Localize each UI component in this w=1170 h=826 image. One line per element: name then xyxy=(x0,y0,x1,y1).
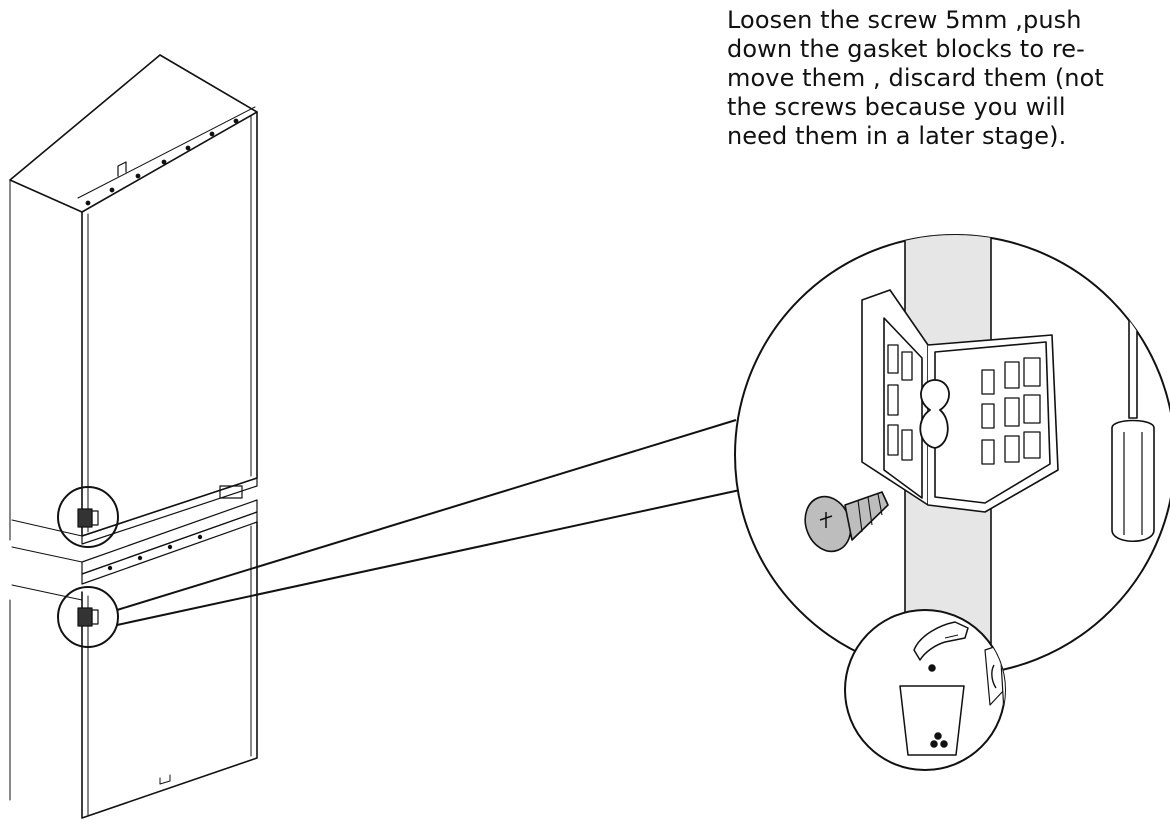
instruction-line: Loosen the screw 5mm ,push xyxy=(727,6,1082,34)
callout-lower-gasket xyxy=(57,586,119,648)
hand-icon xyxy=(913,621,969,661)
screw-icon xyxy=(804,491,889,553)
instruction-line: down the gasket blocks to re- xyxy=(727,35,1085,63)
keyhole-slot xyxy=(919,379,950,449)
lower-door-front xyxy=(81,521,258,819)
detail-magnified-view xyxy=(734,234,1170,676)
middle-hinge-band xyxy=(81,499,258,575)
top-hinge xyxy=(117,161,127,177)
gasket-block-small-lower xyxy=(77,607,99,627)
instruction-line: move them , discard them (not xyxy=(727,64,1104,92)
callout-upper-gasket xyxy=(57,486,119,548)
gasket-block-icon xyxy=(861,289,1059,513)
callout-leader-lines xyxy=(116,419,741,626)
disposal-inset xyxy=(844,609,1006,771)
waste-bin-icon xyxy=(899,685,965,756)
instruction-line: the screws because you will xyxy=(727,93,1066,121)
fridge-top xyxy=(9,54,258,213)
fridge-illustration xyxy=(9,54,258,819)
instruction-text: Loosen the screw 5mm ,push down the gask… xyxy=(727,6,1163,151)
upper-door-front xyxy=(81,111,258,537)
gasket-block-small-upper xyxy=(77,508,99,528)
instruction-line: need them in a later stage). xyxy=(727,122,1067,150)
